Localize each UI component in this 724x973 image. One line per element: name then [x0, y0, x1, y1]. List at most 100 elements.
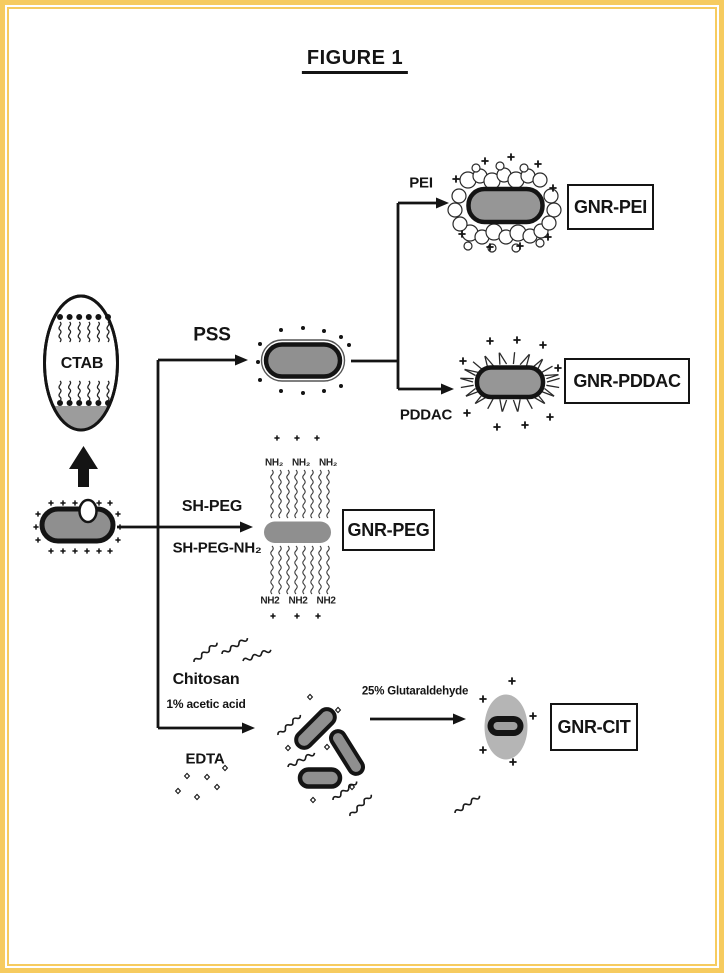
plus-charge-icon [34, 510, 42, 518]
pddac-bristle [541, 365, 553, 374]
arrowhead-icon [441, 383, 454, 395]
negative-charge-dot [322, 389, 326, 393]
ctab-label: CTAB [60, 355, 104, 372]
plus-charge-icon [553, 363, 563, 373]
pss-label: PSS [193, 324, 231, 346]
peg-chain [326, 469, 330, 519]
plus-charge-icon [462, 408, 472, 418]
plus-charge-icon [47, 547, 55, 555]
plus-charge-icon [83, 547, 91, 555]
arrowhead-icon [453, 713, 466, 725]
surfactant-head-dot [66, 314, 73, 320]
pei-loop [541, 215, 557, 231]
pddac-bristle [498, 352, 501, 365]
pei-loop [495, 161, 505, 171]
peg-chain [302, 545, 306, 595]
plus-charge-icon [520, 420, 530, 430]
nh2-label: NH₂ [265, 457, 283, 469]
plus-charge-icon [71, 499, 79, 507]
gnr-cit-box: GNR-CIT [550, 703, 638, 751]
negative-charge-dot [256, 360, 260, 364]
edta-dot [175, 787, 181, 795]
edta-dot [214, 783, 220, 791]
gnr-pei-graphic [447, 161, 562, 253]
plus-charge-icon [314, 612, 322, 620]
pei-loop [451, 188, 467, 204]
pddac-bristle [519, 353, 530, 366]
cluster-rod-3 [297, 767, 343, 789]
plus-charge-icon [528, 711, 538, 721]
arrowheads [235, 197, 466, 734]
plus-charge-icon [480, 156, 490, 166]
peg-chain [294, 545, 298, 595]
plus-charge-icon [71, 547, 79, 555]
pei-loop [546, 202, 562, 218]
pddac-bristle [541, 390, 555, 397]
pddac-bristle [525, 397, 533, 410]
pddac-bristle [498, 352, 508, 365]
ctab-micelle-outline2 [43, 294, 119, 432]
plus-charge-icon [59, 499, 67, 507]
plus-charge-icon [545, 412, 555, 422]
plus-charge-icon [34, 536, 42, 544]
edta-dots-graphic [175, 764, 228, 801]
pddac-bristle [546, 384, 560, 389]
chitosan-strand [453, 793, 482, 816]
plus-charge-icon [478, 694, 488, 704]
edta-dot [307, 693, 313, 701]
pddac-bristle [517, 399, 521, 412]
shpeg-label: SH-PEG [181, 498, 243, 515]
pss-gnr-rod [263, 342, 343, 379]
pss-gnr-graphic [260, 339, 346, 382]
peg-chain [310, 469, 314, 519]
plus-charge-icon [485, 336, 495, 346]
pei-loop [532, 172, 548, 188]
nh2-label: NH2 [288, 595, 308, 607]
negative-charge-dot [258, 378, 262, 382]
peg-chain [310, 545, 314, 595]
plus-charge-icon [293, 612, 301, 620]
chitosan-strand [347, 792, 374, 819]
gnr-cluster-graphic [276, 693, 482, 819]
pddac-bristle [501, 399, 508, 412]
ctab-gnr-graphic [39, 498, 116, 544]
pei-polymer-loops [447, 161, 562, 253]
gnr-pei-box: GNR-PEI [567, 184, 654, 230]
surfactant-head-dot [85, 400, 92, 406]
plus-charge-icon [114, 536, 122, 544]
pei-label: PEI [409, 174, 433, 192]
pddac-bristle [512, 352, 516, 365]
plus-charge-icon [95, 499, 103, 507]
edta-dot [184, 772, 190, 780]
cluster-rod-2 [328, 729, 366, 776]
peg-chain [270, 545, 274, 595]
charge-marks [32, 152, 563, 767]
arrowhead-icon [436, 197, 449, 209]
pddac-bristle [499, 399, 503, 412]
gnr-cit-rod-core [493, 722, 518, 730]
plus-charge-icon [538, 340, 548, 350]
up-arrow-icon [69, 446, 98, 487]
plus-charge-icon [273, 434, 281, 442]
plus-charge-icon [451, 174, 461, 184]
chitosan-label: Chitosan [172, 671, 240, 688]
surfactant-head-dot [95, 314, 102, 320]
glutaraldehyde-label: 25% Glutaraldehyde [361, 685, 469, 698]
ctab-gnr-defect [78, 498, 98, 524]
ctab-micelle-graphic [43, 294, 119, 432]
edta-dot [204, 773, 210, 781]
pddac-bristle [546, 377, 560, 383]
plus-charge-icon [478, 745, 488, 755]
plus-charge-icon [512, 335, 522, 345]
arrowhead-icon [242, 722, 255, 734]
plus-charge-icon [59, 547, 67, 555]
arrowhead-icon [235, 354, 248, 366]
chitosan-strands-graphic [192, 635, 273, 665]
pddac-bristle [460, 384, 474, 389]
pei-loop [447, 202, 463, 218]
pei-loop [519, 163, 529, 173]
negative-charge-dot [339, 384, 343, 388]
pddac-bristle [464, 368, 479, 374]
peg-chain [318, 469, 322, 519]
